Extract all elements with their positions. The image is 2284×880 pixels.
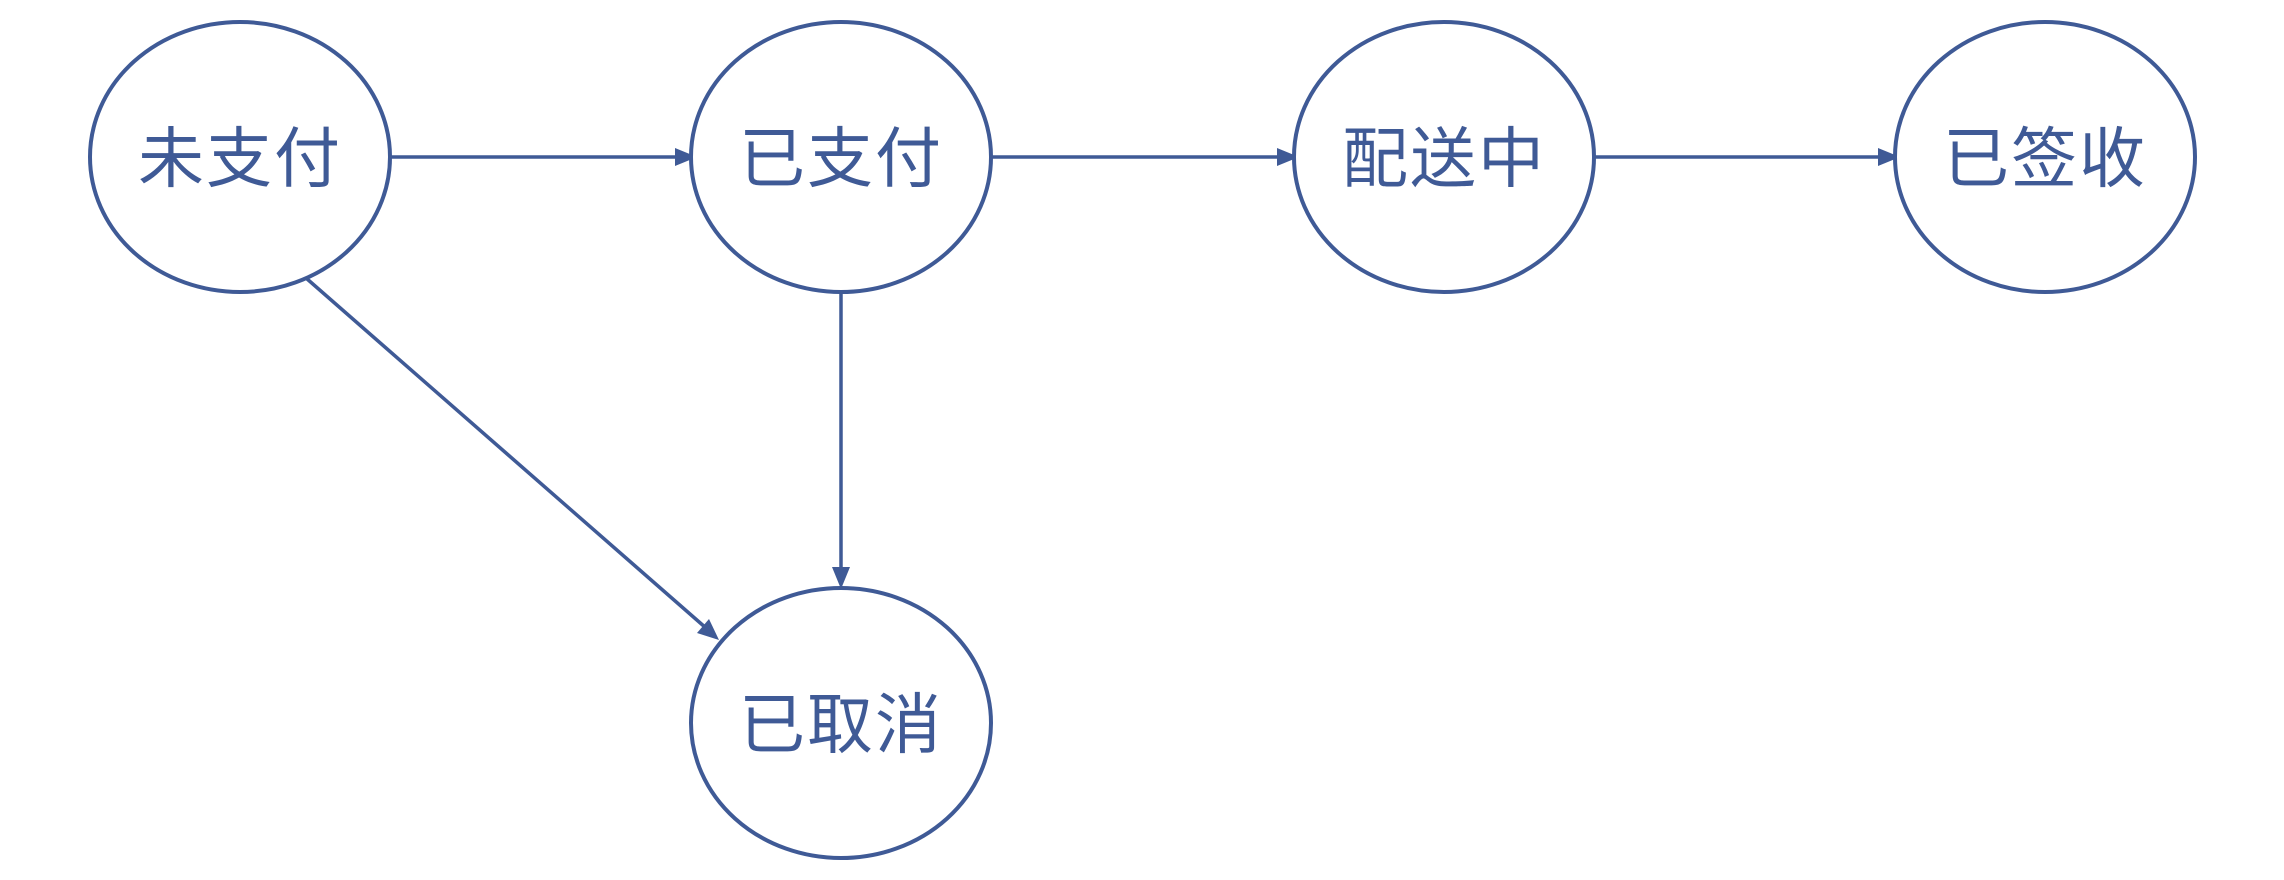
arrowhead-icon (1878, 148, 1900, 166)
node-delivering: 配送中 (1292, 20, 1596, 294)
node-label: 已签收 (1943, 121, 2147, 198)
node-received: 已签收 (1893, 20, 2197, 294)
node-label: 配送中 (1342, 121, 1546, 198)
edge-unpaid-to-cancelled (304, 276, 719, 640)
node-unpaid: 未支付 (88, 20, 392, 294)
node-paid: 已支付 (689, 20, 993, 294)
edge-paid-to-delivering (992, 148, 1299, 166)
edge-paid-to-cancelled (832, 292, 850, 589)
node-label: 未支付 (138, 121, 342, 198)
arrowhead-icon (832, 567, 850, 589)
edge-unpaid-to-paid (390, 148, 697, 166)
arrowhead-icon (675, 148, 697, 166)
node-cancelled: 已取消 (689, 586, 993, 860)
node-label: 已取消 (739, 687, 943, 764)
node-label: 已支付 (739, 121, 943, 198)
arrowhead-icon (1277, 148, 1299, 166)
arrowhead-icon (697, 619, 719, 640)
edge-delivering-to-received (1594, 148, 1900, 166)
